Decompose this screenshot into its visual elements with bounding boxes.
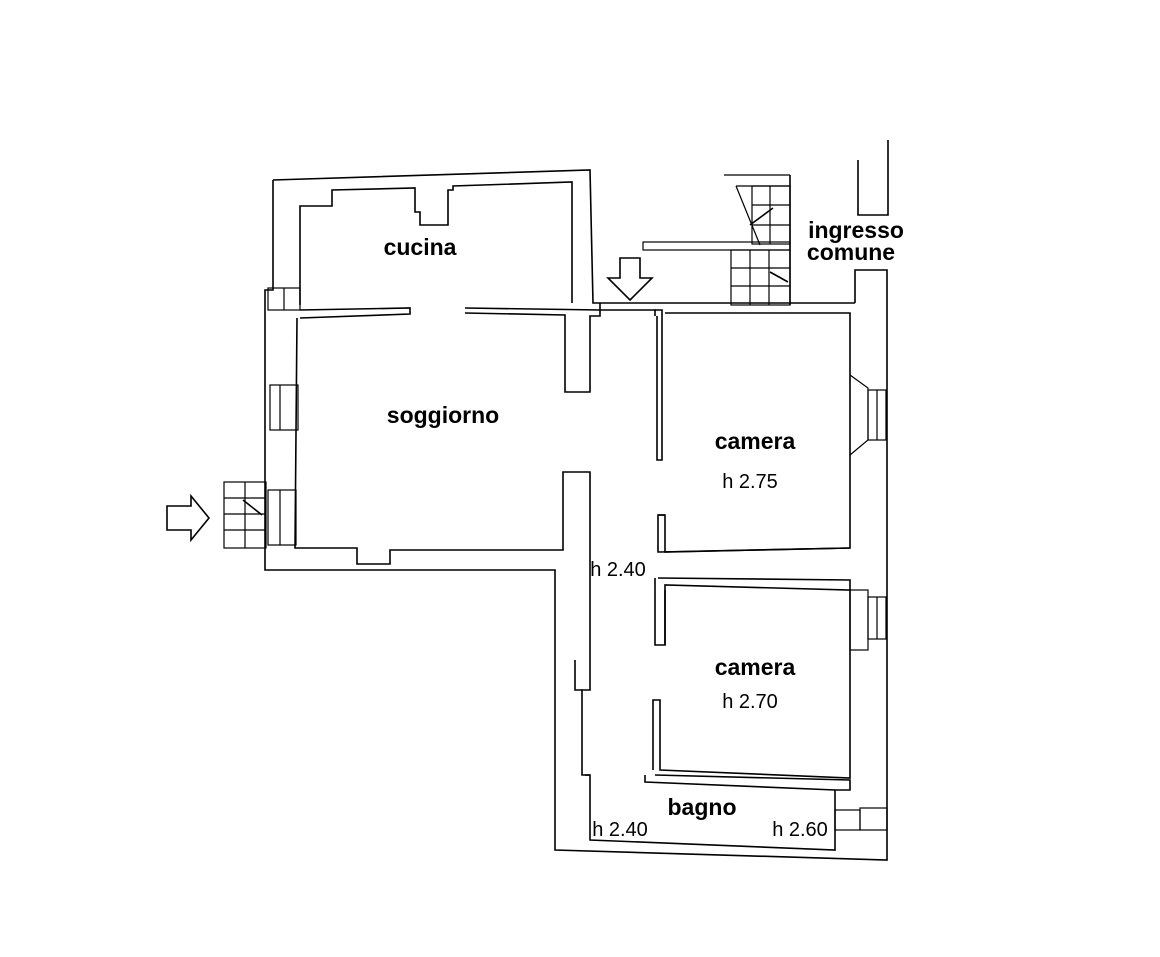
height-label-corridoio: h 2.40	[590, 559, 646, 581]
room-label-bagno: bagno	[668, 794, 737, 820]
entrance-arrow-icon	[606, 257, 654, 302]
room-label-ingresso: ingresso	[808, 217, 904, 243]
height-label-bagno-right: h 2.60	[772, 819, 828, 841]
entrance-arrow-icon	[166, 493, 211, 543]
height-label-bagno-left: h 2.40	[592, 819, 648, 841]
room-label-soggiorno: soggiorno	[387, 402, 499, 428]
height-label-camera-2: h 2.70	[722, 691, 778, 713]
height-label-camera-1: h 2.75	[722, 471, 778, 493]
window-icon	[267, 287, 888, 831]
staircase-icon	[223, 481, 267, 549]
room-label-camera-1: camera	[715, 428, 796, 454]
room-label-comune: comune	[807, 239, 895, 265]
room-label-camera-2: camera	[715, 654, 796, 680]
interior-walls	[299, 303, 851, 791]
outer-walls	[264, 169, 888, 861]
room-label-cucina: cucina	[384, 234, 457, 260]
staircase-icon	[642, 140, 889, 306]
